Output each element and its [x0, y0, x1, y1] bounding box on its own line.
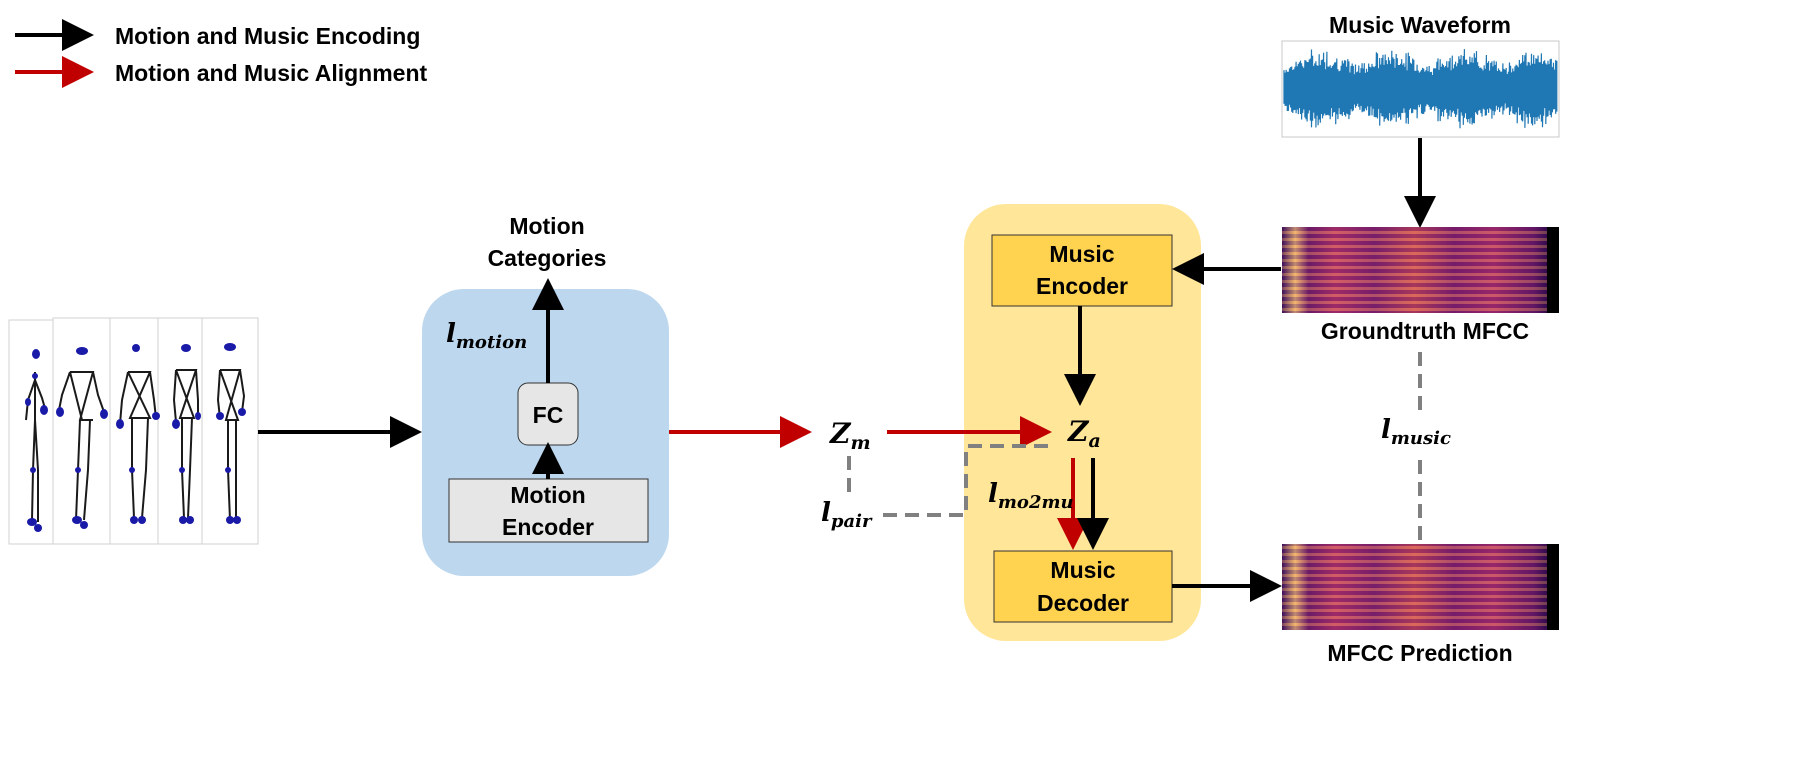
pair-loss-connector [847, 444, 1052, 517]
legend: Motion and Music Encoding Motion and Mus… [15, 19, 428, 88]
fc-label: FC [533, 402, 564, 428]
legend-encoding-label: Motion and Music Encoding [115, 23, 420, 49]
motion-loss-label: lmotion [446, 319, 527, 353]
skeleton-figure [216, 343, 246, 524]
legend-alignment-label: Motion and Music Alignment [115, 60, 428, 86]
motion-encoder-block [448, 478, 649, 543]
motion-branch: Motion Encoder FC Motion Categories lmot… [422, 213, 669, 576]
motion-encoder-label-line1: Motion [510, 482, 585, 508]
skeleton-figure [25, 349, 48, 532]
groundtruth-mfcc: Groundtruth MFCC [1282, 227, 1559, 344]
waveform-panel: Music Waveform [1281, 12, 1560, 138]
music-decoder-label-line1: Music [1050, 557, 1115, 583]
groundtruth-mfcc-title: Groundtruth MFCC [1321, 318, 1529, 344]
skeleton-figure [172, 344, 201, 524]
waveform-signal [1283, 49, 1558, 129]
music-loss-label: lmusic [1381, 415, 1451, 449]
motion-frame [109, 317, 161, 545]
music-branch: Music Encoder Music Decoder [964, 204, 1201, 641]
motion-categories-line2: Categories [488, 245, 607, 271]
groundtruth-mfcc-texture [1282, 227, 1547, 313]
music-panel [964, 204, 1201, 641]
predicted-mfcc: MFCC Prediction [1282, 544, 1559, 666]
motion-encoder-label-line2: Encoder [502, 514, 594, 540]
music-decoder-block [993, 550, 1173, 623]
waveform-title: Music Waveform [1329, 12, 1511, 38]
motion-input-frames [8, 317, 259, 545]
predicted-mfcc-texture [1282, 544, 1547, 630]
skeleton-figure [56, 347, 108, 529]
skeleton-figure [116, 344, 160, 524]
music-encoder-label-line2: Encoder [1036, 273, 1128, 299]
predicted-mfcc-title: MFCC Prediction [1327, 640, 1512, 666]
za-latent: Za [1067, 415, 1101, 452]
predicted-mfcc-edge [1547, 544, 1559, 630]
pair-loss-label: lpair [821, 498, 873, 532]
motion-categories-line1: Motion [509, 213, 584, 239]
zm-latent: Zm [829, 417, 871, 454]
music-decoder-label-line2: Decoder [1037, 590, 1129, 616]
mo2mu-loss-label: lmo2mu [988, 479, 1074, 513]
motion-frame [52, 317, 111, 545]
music-encoder-label-line1: Music [1049, 241, 1114, 267]
groundtruth-mfcc-edge [1547, 227, 1559, 313]
